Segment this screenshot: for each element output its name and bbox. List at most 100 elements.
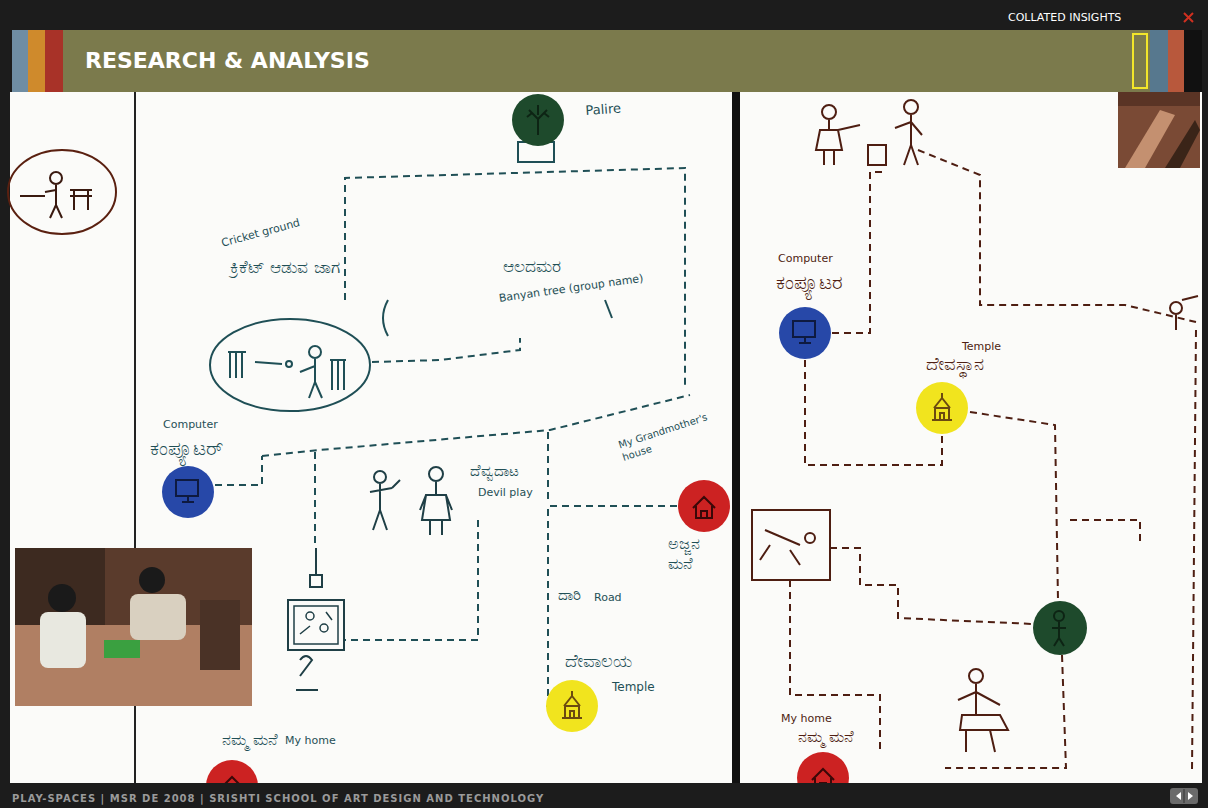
place-marker: My homeನಮ್ಮ ಮನೆ (796, 751, 850, 805)
place-marker (797, 752, 849, 804)
marker-icon (1052, 611, 1066, 646)
place-label: Palire (585, 101, 622, 120)
photo-detail (130, 594, 186, 640)
marker-icon (562, 691, 582, 718)
place-marker (512, 94, 564, 146)
header-stripe (12, 30, 28, 92)
node-shape (545, 679, 599, 733)
node-shape (511, 93, 565, 147)
place-label: Cricket ground (220, 216, 302, 250)
place-marker (546, 680, 598, 732)
photo-detail (139, 567, 165, 593)
place-label: My home (781, 712, 832, 726)
footer-bar (0, 783, 1208, 808)
place-label: ಕಂಪ್ಯೂಟರ (776, 270, 843, 295)
place-label: Temple (612, 680, 655, 695)
child-figure (1170, 296, 1198, 330)
place-marker: ದೇವಾಲಯTemple (545, 679, 599, 733)
sketch-stroke (605, 300, 612, 318)
child-figure (958, 669, 1008, 752)
place-marker: My Grandmother's houseಅಜ್ಜನ ಮನೆ (677, 479, 731, 533)
place-marker: Palire (511, 93, 565, 147)
photo-detail (40, 612, 86, 668)
path-line (832, 172, 885, 333)
marker-icon (693, 497, 715, 518)
place-marker (779, 307, 831, 359)
place-label: ದೇವಾಲಯ (565, 650, 632, 673)
path-line (830, 548, 1033, 624)
path-line (1070, 520, 1140, 545)
marker-icon (527, 105, 549, 135)
photo-detail (200, 600, 240, 670)
map-label: Road (594, 591, 622, 605)
child-figure (20, 172, 92, 218)
node-shape (796, 751, 850, 805)
path-connector (545, 506, 677, 706)
photo-detail (1118, 92, 1200, 106)
path-line (918, 150, 1196, 322)
area-outline: Cricket groundಕ್ರಿಕೆಟ್ ಆಡುವ ಜಾಗ (208, 317, 372, 413)
paper-ground (10, 92, 1202, 783)
photo-thumbnail (1118, 92, 1200, 168)
marker-icon (176, 480, 198, 502)
path-line (215, 456, 262, 485)
courtyard-sketch (300, 612, 332, 634)
tab-marker (1133, 34, 1147, 88)
node-shape (778, 306, 832, 360)
place-label: Computer (163, 418, 218, 432)
place-label: ದೇವಸ್ಥಾನ (926, 353, 984, 376)
path-line (547, 432, 549, 500)
map-label: ಆಲದಮರ (503, 256, 561, 277)
marker-icon (932, 393, 952, 420)
place-marker: Computerಕಂಪ್ಯೂಟರ್ (161, 465, 215, 519)
place-marker: Computerಕಂಪ್ಯೂಟರ (778, 306, 832, 360)
child-figure (420, 467, 452, 535)
place-marker (1033, 601, 1087, 655)
tab-label: COLLATED INSIGHTS (1008, 11, 1121, 25)
footer-credit: PLAY-SPACES | MSR DE 2008 | SRISHTI SCHO… (12, 793, 544, 806)
place-label: ಅಜ್ಜನ ಮನೆ (668, 534, 726, 574)
node-shape (161, 465, 215, 519)
node-shape (208, 317, 372, 413)
header-stripe (45, 30, 63, 92)
map-label: ದೆವ್ವದಾಟ (470, 462, 519, 481)
path-line (790, 580, 880, 752)
sketch-stroke (296, 656, 318, 690)
header-stripe (1184, 30, 1202, 92)
slide-title: RESEARCH & ANALYSIS (85, 47, 370, 75)
ball-sketch (255, 361, 292, 367)
child-figure (760, 530, 815, 565)
path-line (1192, 330, 1196, 770)
close-mark (1184, 13, 1193, 22)
place-marker (678, 480, 730, 532)
node-shape (677, 479, 731, 533)
header-stripe (1168, 30, 1184, 92)
bucket-sketch (868, 145, 886, 165)
path-line (345, 520, 478, 640)
map-label: Banyan tree (group name) (498, 272, 644, 306)
nav-arrow (1176, 792, 1181, 800)
path-line (372, 338, 520, 362)
nav-arrow (1188, 792, 1193, 800)
marker-icon (812, 769, 834, 790)
header-stripe (1150, 30, 1168, 92)
path-line (345, 168, 685, 388)
child-figure (816, 105, 860, 165)
photo-detail (1125, 110, 1175, 168)
sketch-outline (8, 150, 116, 234)
wicket-sketch (330, 360, 346, 390)
photo-detail (48, 584, 76, 612)
place-label: ಕ್ರಿಕೆಟ್ ಆಡುವ ಜಾಗ (230, 257, 340, 278)
path-line (970, 412, 1058, 600)
place-marker: Templeದೇವಸ್ಥಾನ (915, 381, 969, 435)
playground-sketch (752, 510, 830, 580)
photo-detail (104, 640, 140, 658)
nav-divider (1184, 789, 1185, 803)
place-label: ಕಂಪ್ಯೂಟರ್ (150, 436, 223, 461)
marker-icon (793, 321, 815, 343)
